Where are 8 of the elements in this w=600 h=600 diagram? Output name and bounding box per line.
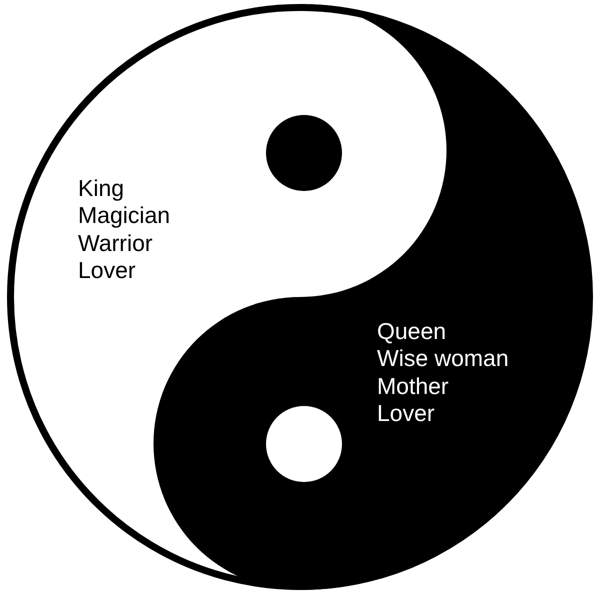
archetype-label: Lover [78, 256, 136, 284]
archetype-label: King [78, 175, 124, 202]
archetype-label: Magician [78, 202, 170, 230]
archetype-label: Wise woman [377, 345, 509, 372]
archetype-label: Mother [377, 372, 449, 400]
archetype-label: Lover [377, 400, 435, 427]
archetype-label: Queen [377, 318, 446, 345]
archetype-label: Warrior [78, 230, 153, 257]
